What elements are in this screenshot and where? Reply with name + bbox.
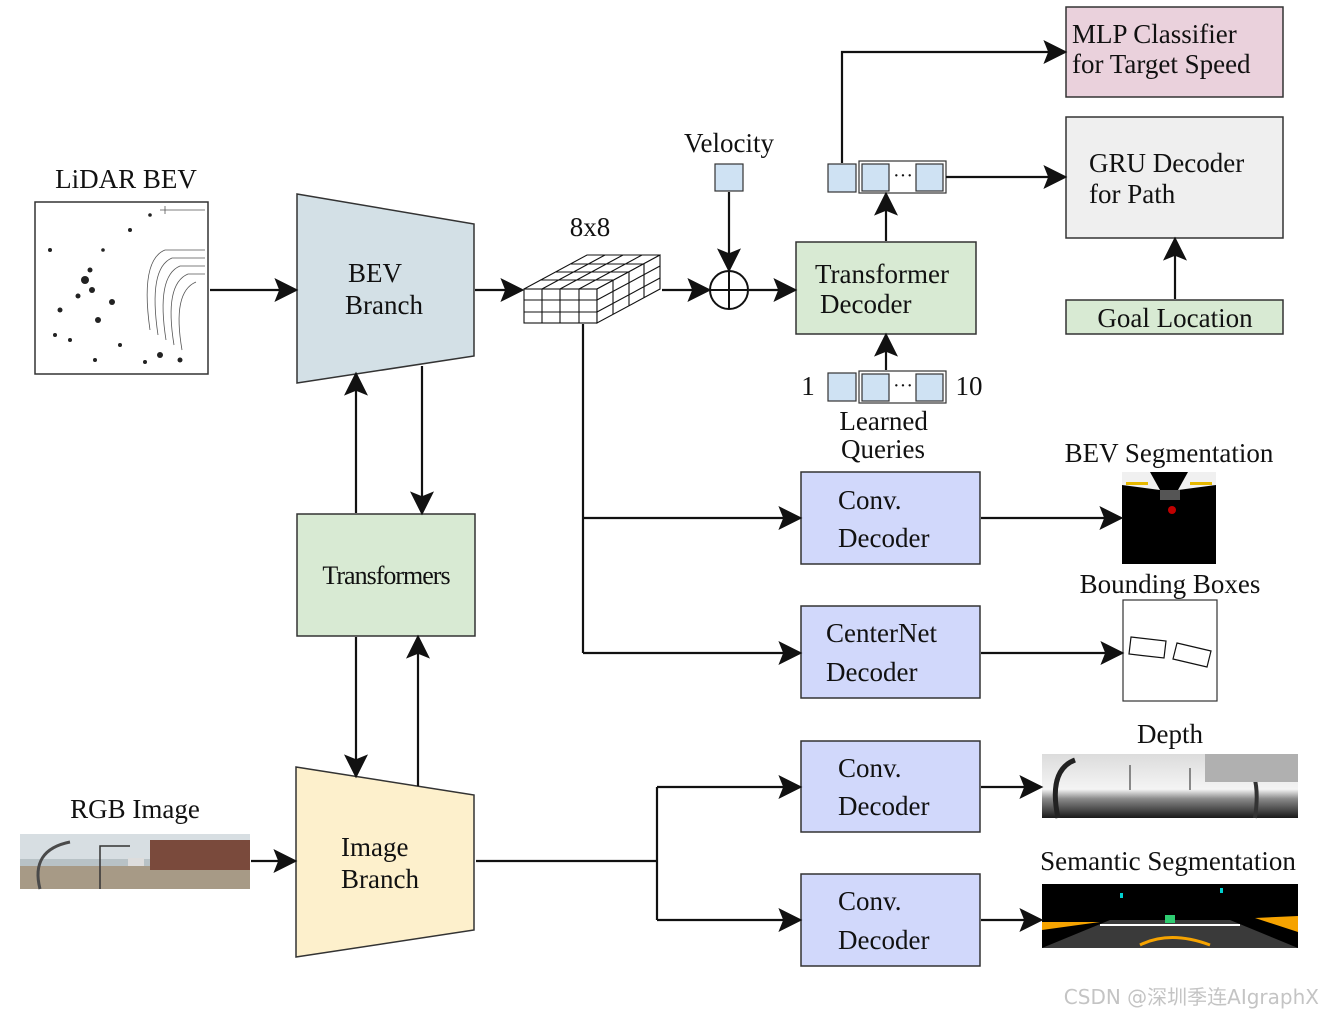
queries-ellipsis: ··· (893, 375, 913, 397)
rgb-image-label: RGB Image (70, 794, 200, 824)
gru-decoder-label-line1: GRU Decoder (1089, 148, 1244, 178)
transformers-label: Transformers (322, 561, 450, 590)
svg-text:Image Branch: Image Branch (341, 832, 419, 894)
svg-text:Conv. Decoder: Conv. Decoder (838, 485, 929, 553)
svg-text:GRU Decoder for Path: GRU Decoder for Path (1089, 148, 1251, 209)
watermark: CSDN @深圳季连AIgraphX (1064, 985, 1320, 1009)
mlp-classifier-label-line1: MLP Classifier (1072, 19, 1237, 49)
conv-decoder-bev-block (800, 471, 981, 565)
svg-text:CenterNet Decoder: CenterNet Decoder (826, 618, 944, 687)
gru-decoder-block (1065, 116, 1284, 239)
mlp-classifier-label-line2: for Target Speed (1072, 49, 1251, 79)
transformers-block (296, 513, 476, 637)
centernet-decoder-label-line2: Decoder (826, 657, 917, 687)
svg-text:Conv. Decoder: Conv. Decoder (838, 886, 929, 955)
velocity-label: Velocity (684, 128, 774, 158)
grid-label: 8x8 (570, 212, 611, 242)
semantic-segmentation-label: Semantic Segmentation (1040, 846, 1296, 876)
conv-decoder-depth-label-line1: Conv. (838, 753, 902, 783)
goal-location-label: Goal Location (1097, 303, 1253, 333)
sum-node-icon (709, 270, 749, 310)
decoder-output-tokens (827, 160, 947, 194)
svg-text:Conv. Decoder: Conv. Decoder (838, 753, 929, 821)
semantic-segmentation-image (1042, 884, 1298, 948)
image-branch-label-line2: Branch (341, 864, 419, 894)
bounding-boxes-image (1122, 599, 1218, 702)
svg-text:BEV Branch: BEV Branch (345, 258, 423, 320)
bev-branch-label-line1: BEV (348, 258, 403, 288)
bev-segmentation-image (1122, 472, 1216, 564)
gru-decoder-label-line2: for Path (1089, 179, 1176, 209)
conv-decoder-bev-label-line1: Conv. (838, 485, 902, 515)
rgb-image (20, 834, 250, 890)
image-branch-block (295, 766, 475, 958)
output-tokens-ellipsis: ··· (893, 165, 913, 187)
lidar-bev-label: LiDAR BEV (55, 164, 197, 194)
svg-text:Learned Queries: Learned Queries (839, 406, 934, 464)
depth-image (1042, 754, 1298, 819)
transformer-decoder-block (795, 241, 977, 335)
conv-decoder-semantic-label-line1: Conv. (838, 886, 902, 916)
goal-location-block (1065, 299, 1284, 335)
connectors (210, 40, 1187, 932)
conv-decoder-semantic-label-line2: Decoder (838, 925, 929, 955)
conv-decoder-depth-label-line2: Decoder (838, 791, 929, 821)
feature-grid (523, 254, 661, 324)
centernet-decoder-block (800, 605, 981, 699)
depth-label: Depth (1137, 719, 1203, 749)
centernet-decoder-label-line1: CenterNet (826, 618, 937, 648)
transformer-decoder-label-line1: Transformer (815, 259, 949, 289)
conv-decoder-bev-label-line2: Decoder (838, 523, 929, 553)
learned-queries-label-line2: Queries (841, 434, 925, 464)
velocity-token (714, 163, 744, 192)
queries-first-index: 1 (801, 371, 815, 401)
bev-branch-block (296, 193, 475, 384)
bev-branch-label-line2: Branch (345, 290, 423, 320)
svg-text:Transformer Decoder: Transformer Decoder (815, 259, 956, 319)
conv-decoder-semantic-block (800, 873, 981, 967)
svg-text:MLP Classifier for Target: MLP Classifier for Target Speed (1072, 19, 1251, 79)
transformer-decoder-label-line2: Decoder (820, 289, 911, 319)
lidar-bev-image (34, 201, 209, 375)
bev-segmentation-label: BEV Segmentation (1065, 438, 1274, 468)
image-branch-label-line1: Image (341, 832, 408, 862)
learned-queries-label-line1: Learned (839, 406, 928, 436)
bounding-boxes-label: Bounding Boxes (1080, 569, 1261, 599)
queries-last-index: 10 (956, 371, 983, 401)
learned-queries-tokens (827, 370, 947, 404)
mlp-classifier-block (1065, 6, 1284, 98)
